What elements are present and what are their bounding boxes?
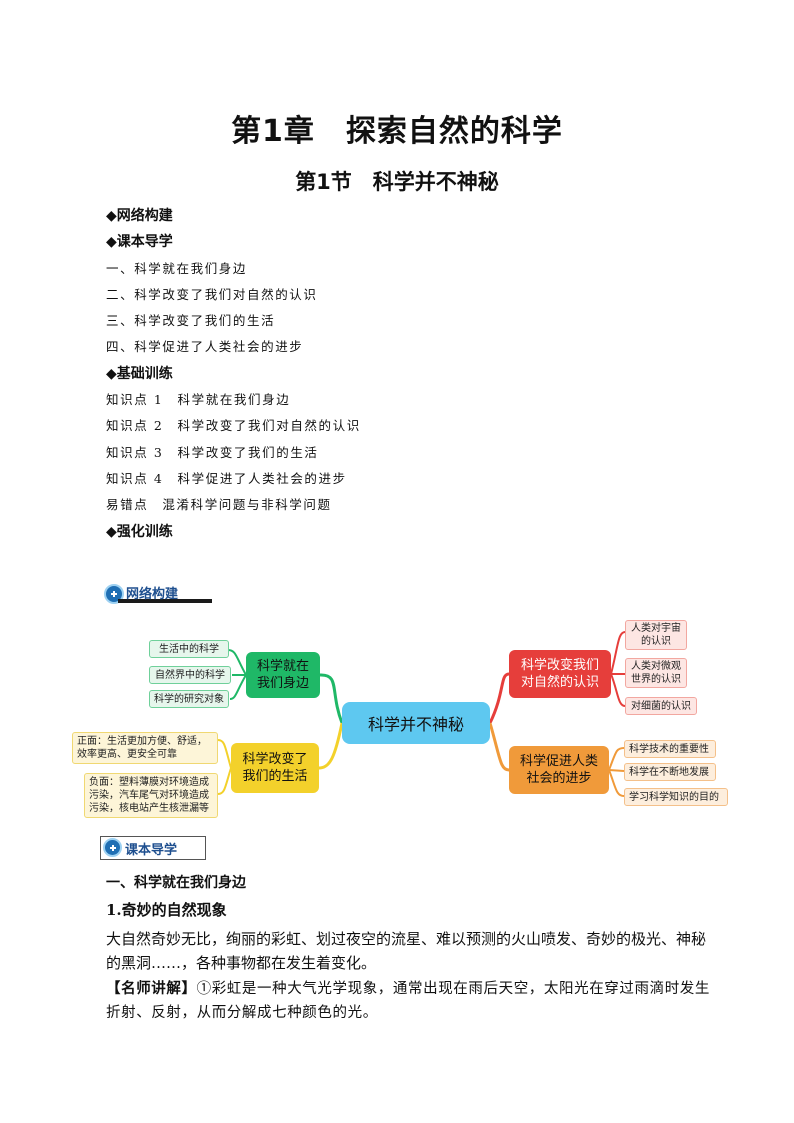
toc-line: ◆强化训练 xyxy=(106,523,173,540)
content-paragraph: 大自然奇妙无比，绚丽的彩虹、划过夜空的流星、难以预测的火山喷发、奇妙的极光、神秘… xyxy=(106,927,716,975)
leaf-node: 科学的研究对象 xyxy=(149,690,229,708)
leaf-node: 人类对宇宙的认识 xyxy=(625,620,687,650)
banner-label: 课本导学 xyxy=(125,843,178,858)
toc-line: 知识点 2 科学改变了我们对自然的认识 xyxy=(106,418,361,434)
branch-science-around-us: 科学就在我们身边 xyxy=(246,652,320,698)
textbook-banner: 课本导学 xyxy=(100,836,206,860)
mind-map-connectors xyxy=(217,631,626,797)
toc-line: 知识点 1 科学就在我们身边 xyxy=(106,392,291,408)
chapter-title: 第1章 探索自然的科学 xyxy=(231,114,563,149)
banner-label: 网络构建 xyxy=(126,587,179,602)
toc-line: 知识点 3 科学改变了我们的生活 xyxy=(106,444,319,460)
branch-science-changes-nature-view: 科学改变我们对自然的认识 xyxy=(509,650,611,698)
banner-underline xyxy=(118,599,212,603)
toc-line: 知识点 4 科学促进了人类社会的进步 xyxy=(106,470,347,486)
mind-map-center-node: 科学并不神秘 xyxy=(342,702,490,744)
toc-line: ◆课本导学 xyxy=(106,234,173,251)
leaf-node: 科学在不断地发展 xyxy=(624,763,716,781)
teacher-note-text: ①彩虹是一种大气光学现象，通常出现在雨后天空，太阳光在穿过雨滴时发生折射、反射，… xyxy=(106,981,711,1021)
leaf-node: 学习科学知识的目的 xyxy=(624,788,728,806)
mind-map: 科学并不神秘 科学就在我们身边 生活中的科学 自然界中的科学 科学的研究对象 科… xyxy=(60,612,740,824)
leaf-node: 负面：塑料薄膜对环境造成污染，汽车尾气对环境造成污染，核电站产生核泄漏等 xyxy=(84,773,218,818)
toc-line: 二、科学改变了我们对自然的认识 xyxy=(106,286,318,302)
teacher-note-label: 【名师讲解】 xyxy=(106,981,197,997)
leaf-node: 正面：生活更加方便、舒适，效率更高、更安全可靠 xyxy=(72,732,218,764)
section-title: 第1节 科学并不神秘 xyxy=(295,170,499,194)
paragraph-text: 大自然奇妙无比，绚丽的彩虹、划过夜空的流星、难以预测的火山喷发、奇妙的极光、神秘… xyxy=(106,930,707,972)
toc-line: ◆基础训练 xyxy=(106,365,173,382)
toc-line: ◆网络构建 xyxy=(106,208,173,224)
leaf-node: 人类对微观世界的认识 xyxy=(625,658,687,688)
branch-science-changes-life: 科学改变了我们的生活 xyxy=(231,743,319,793)
toc-line: 易错点 混淆科学问题与非科学问题 xyxy=(106,497,332,513)
branch-science-promotes-progress: 科学促进人类社会的进步 xyxy=(509,746,609,794)
leaf-node: 生活中的科学 xyxy=(149,640,229,658)
toc-line: 三、科学改变了我们的生活 xyxy=(106,313,276,329)
content-heading: 一、科学就在我们身边 xyxy=(106,875,246,891)
content-subheading: 1.奇妙的自然现象 xyxy=(106,901,227,919)
leaf-node: 对细菌的认识 xyxy=(625,697,697,715)
network-banner: 网络构建 xyxy=(104,583,212,605)
leaf-node: 自然界中的科学 xyxy=(149,666,231,684)
toc-line: 四、科学促进了人类社会的进步 xyxy=(106,339,304,355)
table-of-contents: ◆网络构建 ◆课本导学 一、科学就在我们身边 二、科学改变了我们对自然的认识 三… xyxy=(106,203,706,545)
leaf-node: 科学技术的重要性 xyxy=(624,740,716,758)
plus-circle-icon xyxy=(103,838,122,857)
toc-line: 一、科学就在我们身边 xyxy=(106,260,248,276)
teacher-note: 【名师讲解】①彩虹是一种大气光学现象，通常出现在雨后天空，太阳光在穿过雨滴时发生… xyxy=(106,977,716,1025)
